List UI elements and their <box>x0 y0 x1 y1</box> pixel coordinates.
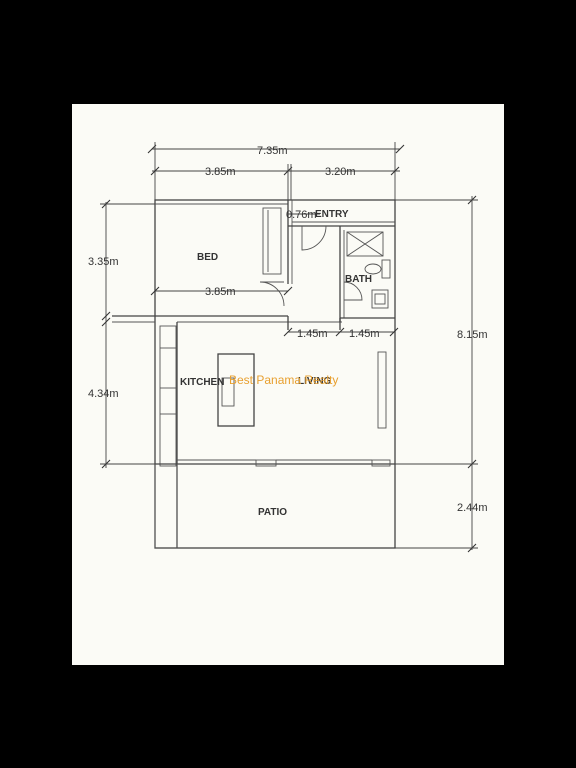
dim-total-width: 7.35m <box>257 145 288 157</box>
dim-bed-depth: 3.35m <box>88 256 119 268</box>
room-labels: BED ENTRY BATH KITCHEN LIVING PATIO <box>180 209 372 518</box>
floor-plan-sheet: 7.35m 3.85m 3.20m 0.76m 3.85m 1.45m 1.45… <box>72 104 504 665</box>
floor-plan-drawing: 7.35m 3.85m 3.20m 0.76m 3.85m 1.45m 1.45… <box>88 142 488 553</box>
dim-patio-depth: 2.44m <box>457 502 488 514</box>
doors <box>259 225 363 307</box>
dim-bed-width-top: 3.85m <box>205 166 236 178</box>
dim-living-depth: 4.34m <box>88 388 119 400</box>
room-label-bath: BATH <box>345 274 372 285</box>
dim-hall-right: 1.45m <box>349 328 380 340</box>
room-label-kitchen: KITCHEN <box>180 377 224 388</box>
watermark-text: Best Panama Realty <box>229 373 338 387</box>
dim-bed-width-inner: 3.85m <box>205 286 236 298</box>
room-label-patio: PATIO <box>258 507 287 518</box>
dim-total-depth: 8.15m <box>457 329 488 341</box>
dim-right-width-top: 3.20m <box>325 166 356 178</box>
dim-hall-left: 1.45m <box>297 328 328 340</box>
room-label-bed: BED <box>197 252 218 263</box>
walls <box>112 199 396 549</box>
dim-entry-width: 0.76m <box>286 209 317 221</box>
dimension-lines <box>100 142 478 553</box>
room-label-living: LIVING <box>298 376 332 387</box>
room-label-entry: ENTRY <box>315 209 349 220</box>
dimension-labels: 7.35m 3.85m 3.20m 0.76m 3.85m 1.45m 1.45… <box>88 145 488 514</box>
